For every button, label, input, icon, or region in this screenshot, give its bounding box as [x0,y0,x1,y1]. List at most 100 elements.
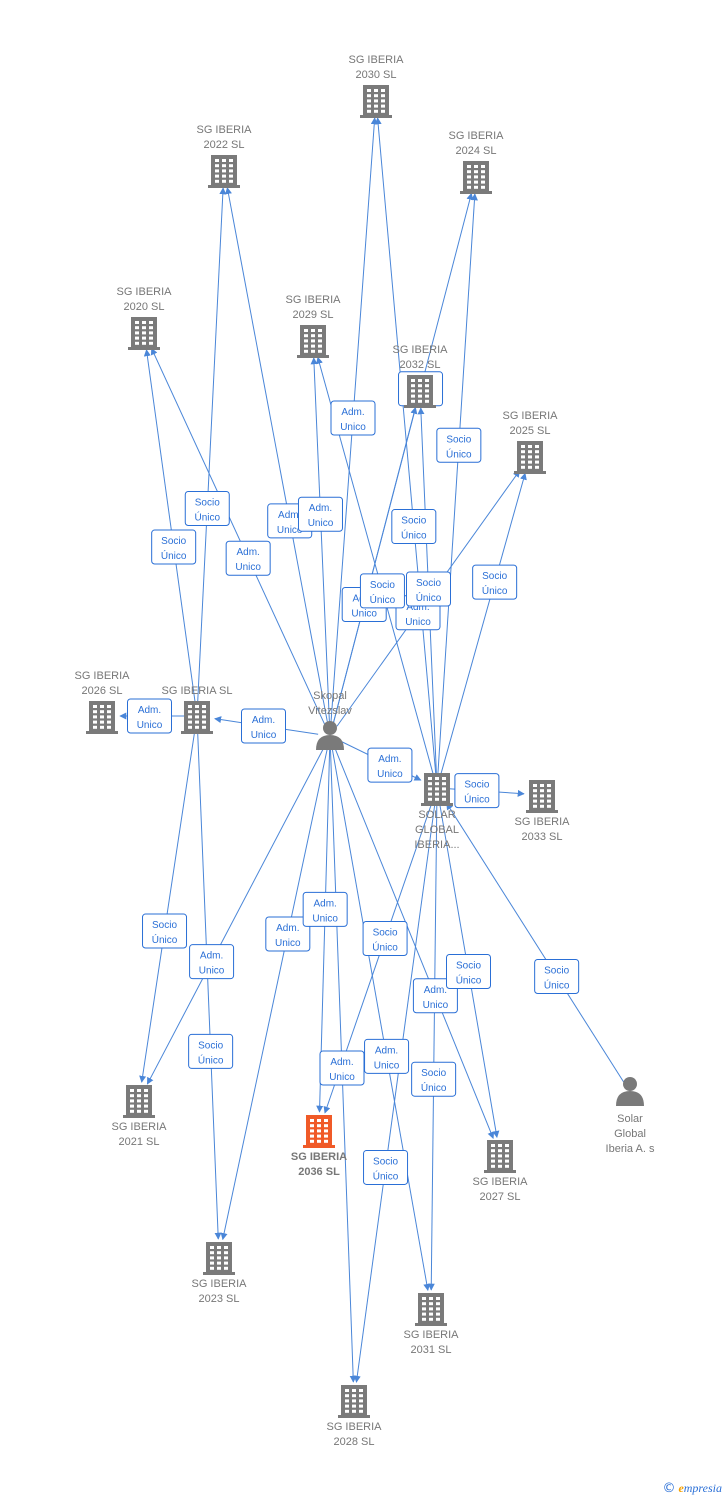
node-label: 2033 SL [522,831,563,843]
node-sg2022[interactable]: SG IBERIA 2022 SL [196,124,252,188]
edge-label-line2: Unico [340,422,366,433]
edge-label[interactable]: Adm.Unico [302,891,348,927]
edge-label-line2: Unico [423,1000,449,1011]
edge-label-box [436,427,482,463]
node-sgsl[interactable]: SG IBERIA SL [162,685,233,734]
edge-labels-layer: SocioÚnicoSocioÚnicoAdm.UnicoSocioÚnicoS… [127,371,580,1185]
edge-label[interactable]: Adm.Unico [189,944,235,980]
node-sg2033[interactable]: SG IBERIA 2033 SL [514,780,570,843]
edge-label-line2: Unico [377,769,403,780]
edge-label-box [319,1050,365,1086]
node-label: SG IBERIA [472,1176,528,1188]
node-label: 2029 SL [293,309,334,321]
edge-label[interactable]: Adm. Unico [330,400,376,436]
edge-line [439,472,527,777]
edge-label[interactable]: Adm.Unico [225,540,271,576]
edge-label[interactable]: Adm.Unico [364,1038,410,1074]
edge-label[interactable]: Adm.Unico [241,708,286,744]
node-label: SG IBERIA [514,816,570,828]
node-label: 2022 SL [204,139,245,151]
node-solar[interactable]: SOLARGLOBALIBERIA... [414,773,460,851]
edge-label[interactable]: Adm.Unico [297,496,343,532]
edge-line [446,802,624,1083]
building-icon [338,1385,370,1418]
edge-label-line2: Único [401,529,427,542]
edge-label[interactable]: Adm. Unico [127,698,172,734]
node-label: Skopal [313,690,347,702]
edge-line [150,347,326,726]
edge-line [334,746,495,1139]
edge-line [146,746,325,1085]
brand-name: mpresia [683,1481,722,1495]
footer-brand[interactable]: © empresia [662,1481,722,1496]
edge-label-line2: Único [372,940,398,953]
node-label: SG IBERIA [392,344,448,356]
node-label: SG IBERIA [196,124,252,136]
edge-label-box [127,698,172,734]
edge-label-line1: Adm. [138,705,161,716]
edge-label-box [265,916,311,952]
building-icon [86,701,118,734]
edge-label-box [189,944,235,980]
node-label: SG IBERIA [191,1278,247,1290]
edge-label-line1: Socio [456,961,481,972]
building-icon [404,375,436,408]
building-icon [526,780,558,813]
building-icon [128,317,160,350]
edge-label[interactable]: Adm.Unico [265,916,311,952]
edge-label-box [411,1061,457,1097]
edge-label-line1: Adm. [378,754,401,765]
edge-label-line1: Socio [373,927,398,938]
edge-label-line1: Adm. [341,407,364,418]
edge-label-line2: Unico [275,938,301,949]
building-icon [123,1085,155,1118]
edge-label-line1: Socio [482,571,507,582]
edge-label-line2: Unico [235,562,261,573]
edge-label-box [362,920,408,956]
node-label: 2028 SL [334,1436,375,1448]
edge-label[interactable]: Adm. Unico [367,747,413,783]
building-icon [484,1140,516,1173]
node-label: SG IBERIA [111,1121,167,1133]
edge-label[interactable]: Adm.Unico [319,1050,365,1086]
edge-label-line2: Unico [308,518,334,529]
edge-label-line2: Unico [137,720,163,731]
edge-label-box [225,540,271,576]
edge-label-box [391,509,437,545]
edge-label-box [364,1038,410,1074]
edge-line [197,187,227,705]
edge-label-line2: Unico [312,913,338,924]
edge-label-line2: Único [482,584,508,597]
node-label: Global [614,1128,646,1140]
